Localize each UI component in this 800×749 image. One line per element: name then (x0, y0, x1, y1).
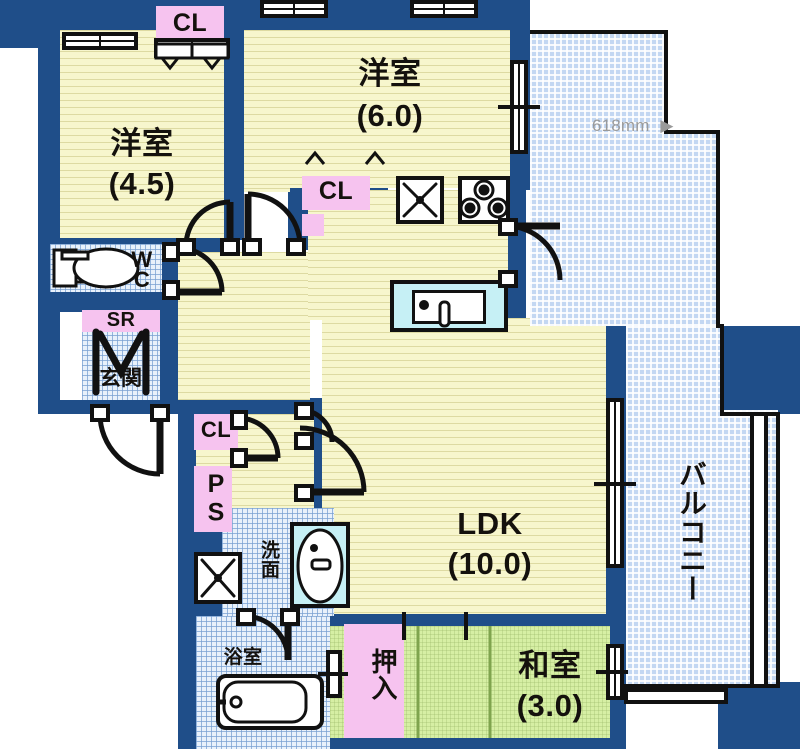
toilet-icon (52, 247, 140, 289)
bed60-closet-arrow-b (364, 150, 386, 165)
wall-mass-wc-bottom (38, 292, 178, 312)
wall-mass-genkan-right (160, 312, 178, 412)
label-sr: SR (106, 309, 136, 331)
door-jamb-6 (162, 280, 180, 300)
room-label-ldk-area: (10.0) (447, 546, 533, 581)
label-senmen: 洗面 (258, 540, 279, 579)
door-jamb-17 (498, 270, 518, 288)
door-entrance-arc (97, 413, 161, 477)
balcony-area-upper (530, 32, 666, 132)
room-label-western60-name: 洋室 (358, 56, 422, 91)
door-jamb-15 (280, 608, 300, 626)
wall-mass-corridor-top (178, 398, 328, 416)
genkan-step (60, 312, 82, 400)
label-cl-hall: CL (200, 417, 232, 442)
oshiire-closet (344, 624, 404, 738)
door-jamb-14 (236, 608, 256, 626)
door-jamb-4 (286, 238, 306, 256)
label-wc-line2: C (133, 267, 151, 292)
sink-icon (419, 300, 451, 328)
balcony-bottom-sill (624, 688, 728, 704)
room-label-western45-area: (4.5) (108, 166, 176, 201)
label-wc-line1: W (131, 247, 153, 272)
room-floor-hallway-upper (178, 252, 310, 400)
door-jamb-3 (242, 238, 262, 256)
dimension-value: 618mm (592, 116, 650, 135)
wall-mass-balcony-top-right (722, 326, 800, 414)
label-cl-kitchen: CL (318, 177, 354, 205)
washer-pan-icon (402, 182, 438, 218)
wall-mass-balcony-bottom-right (718, 682, 800, 749)
wall-mass-between-bedrooms (222, 0, 244, 240)
door-jamb-10 (230, 448, 248, 468)
balcony-rail-right (750, 412, 768, 688)
closet-top-arrow-b (202, 57, 222, 71)
closet-top-arrow-a (160, 57, 180, 71)
door-jamb-9 (230, 410, 248, 430)
closet-kitchen-cl (302, 176, 370, 210)
door-jamb-16 (498, 218, 518, 236)
door-hall-arc (247, 191, 303, 247)
shoe-rack-sr (82, 310, 160, 332)
vanity-icon (296, 528, 344, 604)
label-cl-top: CL (172, 9, 208, 37)
room-floor-ldk (322, 318, 606, 614)
bathtub-icon (216, 680, 308, 724)
door-jamb-11 (294, 402, 314, 420)
label-oshiire: 押入 (368, 648, 398, 702)
dimension-annotation: 618mm ▶ (592, 117, 712, 136)
closet-top-leaf-b (190, 42, 230, 60)
three-burner-stove-icon (459, 179, 509, 219)
pipe-shaft-ps (194, 466, 232, 532)
bed60-closet-arrow-a (304, 150, 326, 165)
door-jamb-12 (294, 432, 314, 450)
room-floor-ldk-right-strip (504, 190, 508, 320)
closet-top-cl (156, 6, 224, 44)
room-label-western60-area: (6.0) (356, 98, 424, 133)
room-label-ldk-name: LDK (457, 506, 523, 541)
room-floor-western-45 (60, 30, 224, 238)
door-ldk-arc (299, 425, 367, 493)
door-jamb-5 (162, 242, 180, 262)
washer-pan-icon-2 (200, 558, 236, 598)
dimension-arrow-icon: ▶ (660, 116, 674, 135)
door-jamb-7 (90, 404, 110, 422)
kitchen-sink-counter (390, 280, 508, 332)
door-jamb-2 (220, 238, 240, 256)
closet-kitchen-cl-stub (302, 214, 324, 236)
label-yokushitsu: 浴室 (223, 647, 263, 668)
room-label-western45-name: 洋室 (110, 126, 174, 161)
balcony-area-middle (530, 132, 718, 326)
room-label-washitsu-area: (3.0) (516, 688, 584, 723)
label-ps: PS (202, 470, 230, 527)
door-jamb-13 (294, 484, 314, 502)
room-label-washitsu-name: 和室 (518, 648, 582, 683)
label-balcony: バルコニー (676, 460, 707, 603)
door-jamb-8 (150, 404, 170, 422)
room-floor-bed60-lower (244, 188, 290, 192)
room-floor-western-60 (244, 30, 510, 188)
